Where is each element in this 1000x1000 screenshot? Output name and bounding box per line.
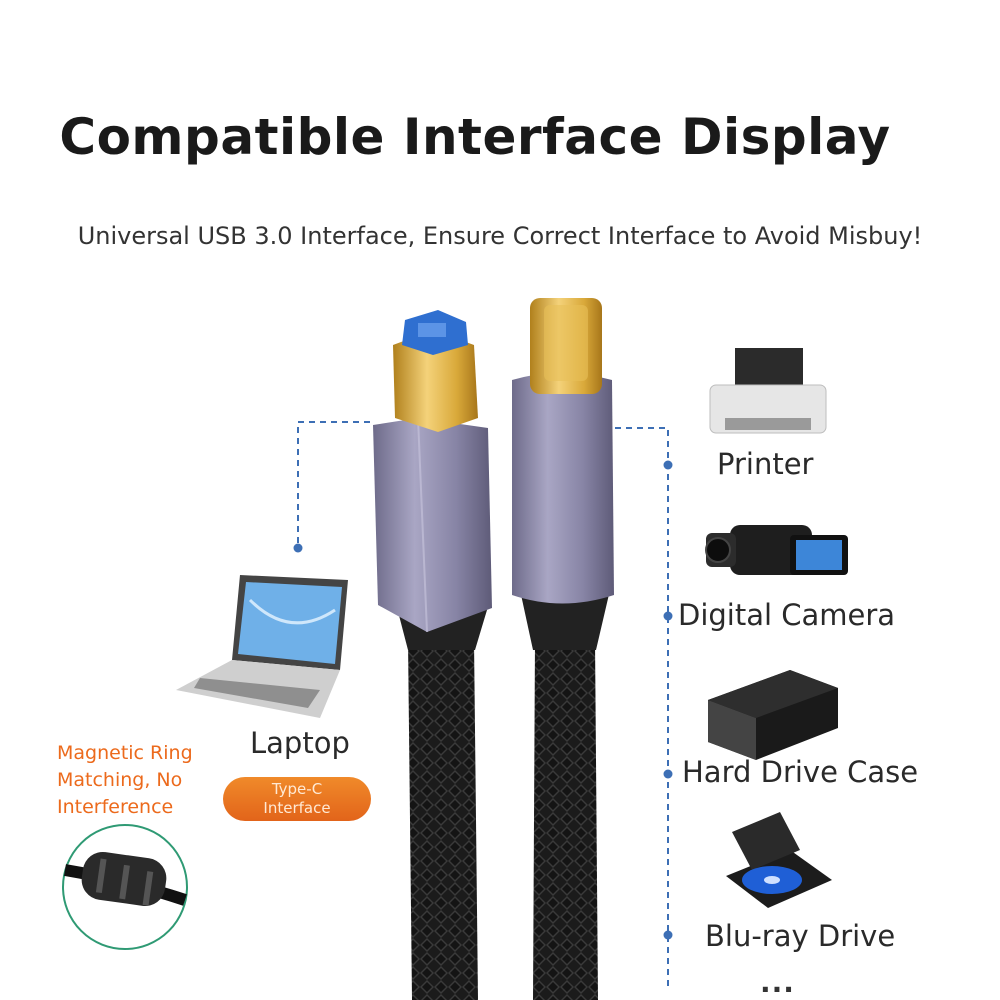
connector-dot xyxy=(293,543,303,553)
type-c-interface-pill: Type-C Interface xyxy=(223,777,371,821)
hard-drive-icon xyxy=(708,670,838,760)
magnetic-ring-icon xyxy=(62,824,188,950)
more-devices-ellipsis: ... xyxy=(760,966,795,999)
printer-icon xyxy=(709,348,827,434)
page-subtitle: Universal USB 3.0 Interface, Ensure Corr… xyxy=(77,222,923,250)
timeline-dot xyxy=(663,930,673,940)
device-label-bluray-drive: Blu-ray Drive xyxy=(705,919,896,953)
timeline-dot xyxy=(663,769,673,779)
device-label-printer: Printer xyxy=(717,447,814,481)
page-title: Compatible Interface Display xyxy=(59,108,891,166)
device-label-digital-camera: Digital Camera xyxy=(678,598,896,632)
timeline-dot xyxy=(663,460,673,470)
camera-icon xyxy=(705,525,848,575)
magnetic-ring-note: Magnetic Ring Matching, No Interference xyxy=(57,742,193,818)
pill-line-1: Type-C xyxy=(271,780,323,798)
laptop-icon xyxy=(176,575,348,718)
laptop-label: Laptop xyxy=(250,726,350,760)
pill-line-2: Interface xyxy=(263,799,331,817)
bluray-drive-icon xyxy=(726,812,832,908)
device-label-hard-drive-case: Hard Drive Case xyxy=(682,755,919,789)
usb-b-connector xyxy=(373,310,492,1000)
usb-c-connector xyxy=(512,298,614,1000)
connector-guides xyxy=(297,421,669,990)
timeline-dot xyxy=(663,611,673,621)
